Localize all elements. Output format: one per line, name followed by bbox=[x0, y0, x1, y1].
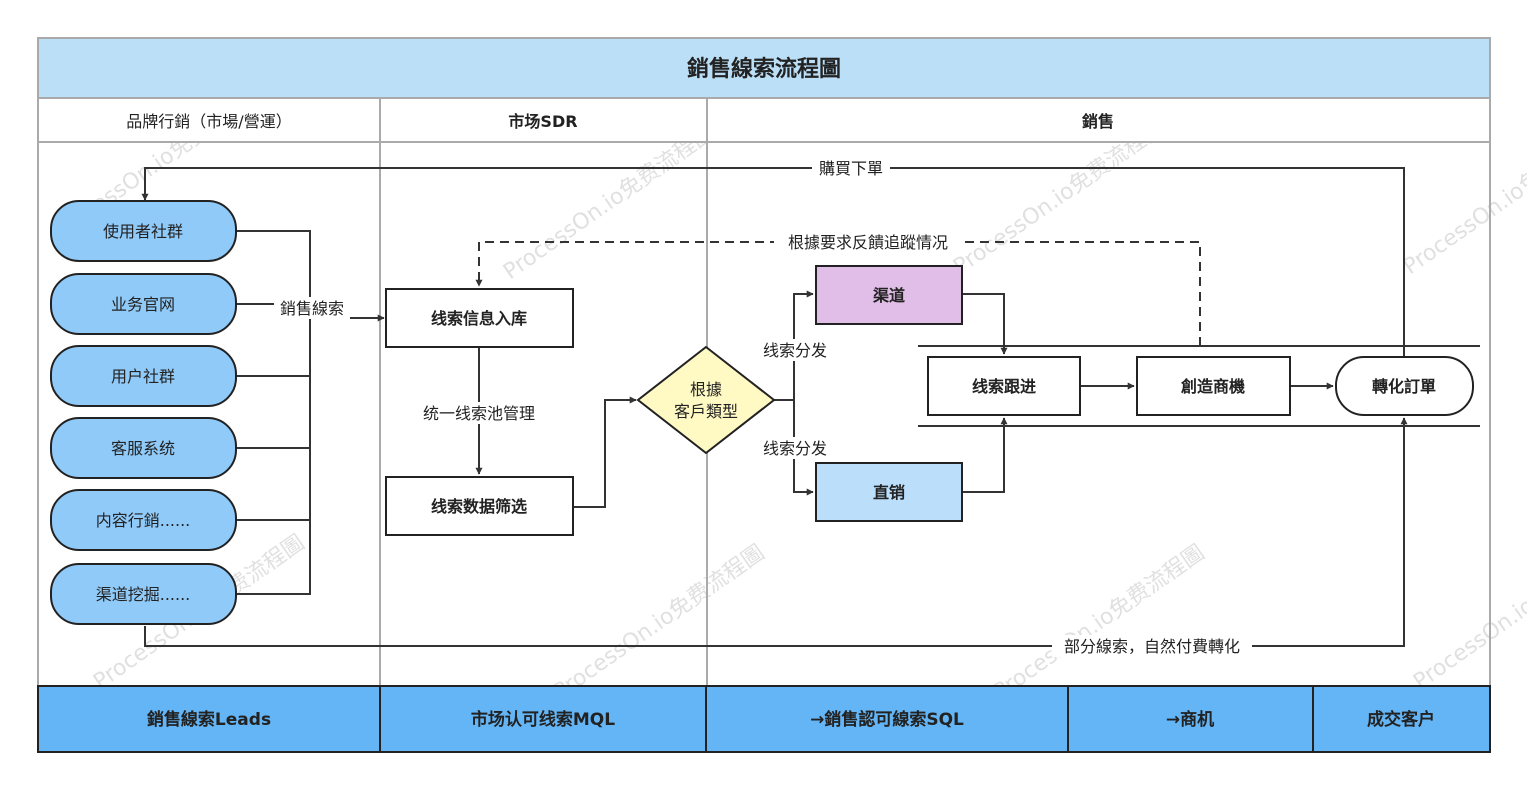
stage-footer: 銷售線索Leads 市场认可线索MQL →銷售認可線索SQL →商机 成交客户 bbox=[37, 685, 1491, 753]
split-to-direct-arrow bbox=[793, 400, 814, 496]
decision-node[interactable] bbox=[636, 345, 776, 455]
intake-label: 线索信息入库 bbox=[431, 309, 527, 328]
label-bg bbox=[1052, 635, 1252, 657]
lane-header-sdr: 市场SDR bbox=[508, 112, 577, 131]
source-node-customer-community[interactable] bbox=[50, 345, 237, 407]
source-label: 内容行銷...... bbox=[96, 511, 191, 530]
opportunity-label: 創造商機 bbox=[1180, 377, 1245, 396]
feedback-dashed-arrow bbox=[475, 241, 1201, 346]
split-label-upper: 线索分发 bbox=[763, 341, 827, 360]
organic-label: 部分線索，自然付費轉化 bbox=[1064, 637, 1240, 656]
sources-bracket bbox=[236, 230, 311, 595]
filter-node[interactable] bbox=[385, 476, 574, 536]
stage-sql bbox=[705, 685, 1069, 753]
source-label: 使用者社群 bbox=[103, 222, 183, 241]
channel-label: 渠道 bbox=[873, 286, 905, 305]
lane-header-sales: 銷售 bbox=[1082, 112, 1114, 131]
stage-opportunity bbox=[1067, 685, 1314, 753]
stage-label: 銷售線索Leads bbox=[147, 709, 271, 730]
purchase-loop-arrow bbox=[141, 167, 1405, 357]
direct-node[interactable] bbox=[815, 462, 963, 522]
source-label: 用户社群 bbox=[111, 367, 175, 386]
watermark: ProcessOn.io免费流程圖 bbox=[549, 540, 769, 705]
decision-label-line2: 客戶類型 bbox=[674, 402, 738, 421]
filter-label: 线索数据筛选 bbox=[431, 497, 527, 516]
label-bg bbox=[774, 231, 962, 253]
purchase-label: 購買下單 bbox=[819, 159, 883, 178]
label-bg bbox=[756, 339, 834, 361]
edge-labels: 銷售線索 購買下單 根據要求反饋追蹤情况 部分線索，自然付費轉化 统一线索池管理… bbox=[274, 157, 1252, 657]
watermark: ProcessOn.io免费流程圖 bbox=[499, 120, 719, 285]
follow-up-label: 线索跟进 bbox=[972, 377, 1036, 396]
stage-label: 市场认可线索MQL bbox=[471, 709, 615, 730]
stage-label: 成交客户 bbox=[1367, 709, 1435, 730]
convert-order-node[interactable] bbox=[1335, 356, 1474, 416]
stage-label: →商机 bbox=[1166, 709, 1214, 730]
direct-to-follow-arrow bbox=[962, 417, 1008, 493]
direct-label: 直销 bbox=[873, 483, 905, 502]
label-bg bbox=[756, 437, 834, 459]
organic-conversion-arrow bbox=[144, 417, 1408, 647]
opportunity-node[interactable] bbox=[1136, 356, 1291, 416]
lane-header-row bbox=[37, 97, 1491, 143]
stage-label: →銷售認可線索SQL bbox=[810, 709, 964, 730]
label-bg bbox=[274, 297, 350, 319]
source-node-user-community[interactable] bbox=[50, 200, 237, 262]
title-bar bbox=[37, 37, 1491, 99]
source-node-content-marketing[interactable] bbox=[50, 489, 237, 551]
source-label: 业务官网 bbox=[111, 295, 175, 314]
lane-header-brand-marketing: 品牌行銷（市場/營運） bbox=[126, 112, 291, 131]
source-node-channel-mining[interactable] bbox=[50, 563, 237, 625]
leads-label: 銷售線索 bbox=[280, 299, 344, 318]
diagram-title: 銷售線索流程圖 bbox=[687, 56, 841, 82]
follow-up-node[interactable] bbox=[927, 356, 1081, 416]
stage-leads bbox=[37, 685, 381, 753]
source-label: 渠道挖掘...... bbox=[96, 585, 191, 604]
watermark: ProcessOn.io免费流程圖 bbox=[989, 540, 1209, 705]
channel-node[interactable] bbox=[815, 265, 963, 325]
intake-node[interactable] bbox=[385, 288, 574, 348]
channel-to-follow-arrow bbox=[962, 293, 1008, 355]
watermark-layer: ProcessOn.io免费流程圖 ProcessOn.io免费流程圖 Proc… bbox=[49, 80, 1527, 705]
label-bg bbox=[412, 402, 548, 424]
source-node-official-site[interactable] bbox=[50, 273, 237, 335]
stage-mql bbox=[379, 685, 707, 753]
filter-to-decision-arrow bbox=[573, 396, 637, 508]
source-nodes: 使用者社群 业务官网 用户社群 客服系统 内容行銷...... 渠道挖掘....… bbox=[50, 200, 237, 625]
feedback-label: 根據要求反饋追蹤情况 bbox=[788, 233, 948, 252]
split-label-lower: 线索分发 bbox=[763, 439, 827, 458]
source-node-service-system[interactable] bbox=[50, 417, 237, 479]
decision-label-line1: 根據 bbox=[690, 380, 722, 399]
pool-label: 统一线索池管理 bbox=[423, 404, 535, 423]
convert-order-label: 轉化訂單 bbox=[1372, 377, 1436, 396]
watermark: ProcessOn.io免费流程圖 bbox=[1409, 530, 1527, 695]
stage-customer bbox=[1312, 685, 1491, 753]
label-bg bbox=[812, 157, 890, 179]
source-label: 客服系统 bbox=[111, 439, 175, 458]
